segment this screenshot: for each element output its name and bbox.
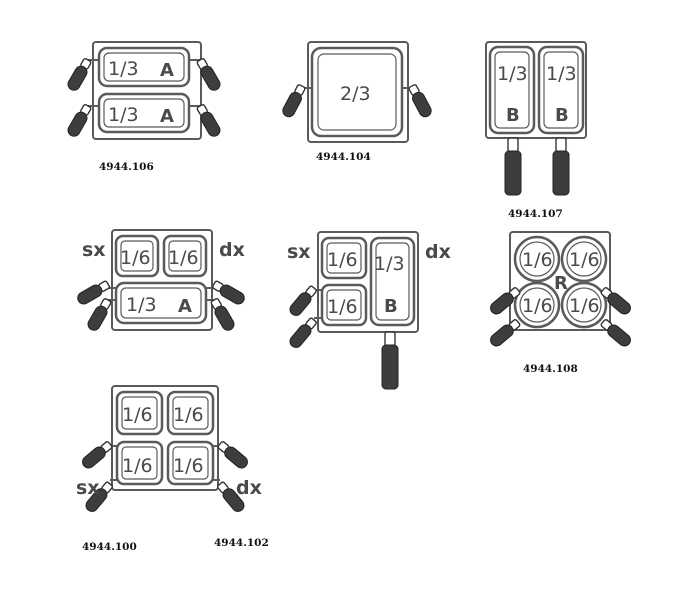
pan-size-label: 1/6	[327, 249, 358, 271]
right-side-label: dx	[425, 241, 451, 263]
basket-frame	[111, 229, 213, 331]
pan-size-label: 2/3	[340, 83, 371, 105]
pan-1-3-b-right: 1/3 B	[537, 45, 585, 135]
round-pan-bottom-right: 1/6	[560, 281, 608, 329]
pan-1-3-a-bottom: 1/3 A	[97, 92, 191, 134]
handle-icon	[598, 316, 634, 350]
pan-size-label: 1/6	[122, 455, 153, 477]
pan-size-label: 1/6	[569, 249, 600, 271]
pan-1-3-b-left: 1/3 B	[488, 45, 536, 135]
handle-icon	[194, 102, 223, 140]
pan-size-label: 1/6	[522, 249, 553, 271]
pan-size-label: 1/3	[546, 63, 577, 85]
round-pan-bottom-left: 1/6	[513, 281, 561, 329]
round-pan-top-right: 1/6	[560, 235, 608, 283]
handle-icon	[79, 438, 115, 472]
pan-letter-label: A	[160, 60, 174, 81]
product-code: 4944.107	[508, 208, 563, 220]
handle-icon	[215, 438, 251, 472]
pan-size-label: 1/3	[126, 294, 157, 316]
pan-letter-label: A	[160, 106, 174, 127]
left-side-label: sx	[82, 239, 106, 261]
basket-config-mixed-b: sx dx 1/6 1/6 1/3 B	[286, 231, 451, 390]
pan-1-3-b: 1/3 B	[369, 236, 416, 327]
pan-size-label: 1/3	[108, 58, 139, 80]
handle-icon	[552, 137, 570, 196]
handle-icon	[286, 315, 320, 351]
basket-config-4944-108: 1/6 1/6 1/6 1/6 R 4944.108	[487, 231, 634, 375]
pan-size-label: 1/6	[522, 295, 553, 317]
right-side-label: dx	[236, 477, 262, 499]
basket-config-4944-104: 2/3 4944.104	[280, 41, 434, 163]
handle-icon	[487, 316, 523, 350]
pan-size-label: 1/3	[374, 253, 405, 275]
basket-frame	[509, 231, 611, 331]
handle-icon	[65, 56, 94, 94]
pan-letter-label: R	[554, 273, 568, 294]
basket-frame	[111, 385, 219, 491]
handle-icon	[286, 283, 320, 319]
basket-frame	[307, 41, 409, 143]
pan-1-3-a: 1/3 A	[114, 281, 208, 325]
basket-frame	[485, 41, 587, 139]
pan-size-label: 1/3	[497, 63, 528, 85]
handle-icon	[381, 331, 399, 390]
round-pan-top-left: 1/6	[513, 235, 561, 283]
product-code-left: 4944.100	[82, 541, 137, 553]
handle-icon	[85, 296, 114, 334]
product-code: 4944.108	[523, 363, 578, 375]
handle-icon	[406, 82, 434, 120]
pan-size-label: 1/6	[173, 455, 204, 477]
pan-size-label: 1/6	[168, 247, 199, 269]
pan-size-label: 1/6	[569, 295, 600, 317]
pan-2-3: 2/3	[310, 46, 404, 138]
basket-config-4944-100-102: 1/6 1/6 1/6 1/6 sx dx 4944.100 4944.102	[76, 385, 269, 553]
pan-size-label: 1/6	[173, 404, 204, 426]
basket-config-mixed-a: sx dx 1/6 1/6 1/3 A	[74, 229, 248, 334]
pan-letter-label: B	[384, 296, 398, 317]
pan-size-label: 1/6	[120, 247, 151, 269]
basket-config-4944-107: 1/3 B 1/3 B 4944.107	[485, 41, 587, 220]
pan-1-6-right: 1/6	[162, 234, 208, 278]
pan-1-6-bottom-right: 1/6	[166, 440, 215, 486]
handle-icon	[194, 56, 223, 94]
pan-letter-label: A	[178, 296, 192, 317]
right-side-label: dx	[219, 239, 245, 261]
left-side-label: sx	[287, 241, 311, 263]
handle-icon	[65, 102, 94, 140]
handle-icon	[280, 82, 308, 120]
product-code-right: 4944.102	[214, 537, 269, 549]
pan-1-6-top-right: 1/6	[166, 390, 215, 436]
pan-letter-label: B	[506, 105, 520, 126]
pan-1-6-left: 1/6	[114, 234, 160, 278]
basket-frame	[317, 231, 419, 333]
pan-size-label: 1/6	[327, 296, 358, 318]
pan-1-3-a-top: 1/3 A	[97, 46, 191, 88]
pan-size-label: 1/6	[122, 404, 153, 426]
basket-config-4944-106: 1/3 A 1/3 A 4944.106	[65, 41, 223, 173]
pan-1-6-top: 1/6	[320, 236, 368, 280]
pan-1-6-bottom: 1/6	[320, 283, 368, 327]
product-code: 4944.104	[316, 151, 371, 163]
pan-1-6-bottom-left: 1/6	[115, 440, 164, 486]
pan-size-label: 1/3	[108, 104, 139, 126]
pan-letter-label: B	[555, 105, 569, 126]
basket-frame	[92, 41, 202, 140]
handle-icon	[504, 137, 522, 196]
pan-1-6-top-left: 1/6	[115, 390, 164, 436]
product-code: 4944.106	[99, 161, 154, 173]
left-side-label: sx	[76, 477, 100, 499]
